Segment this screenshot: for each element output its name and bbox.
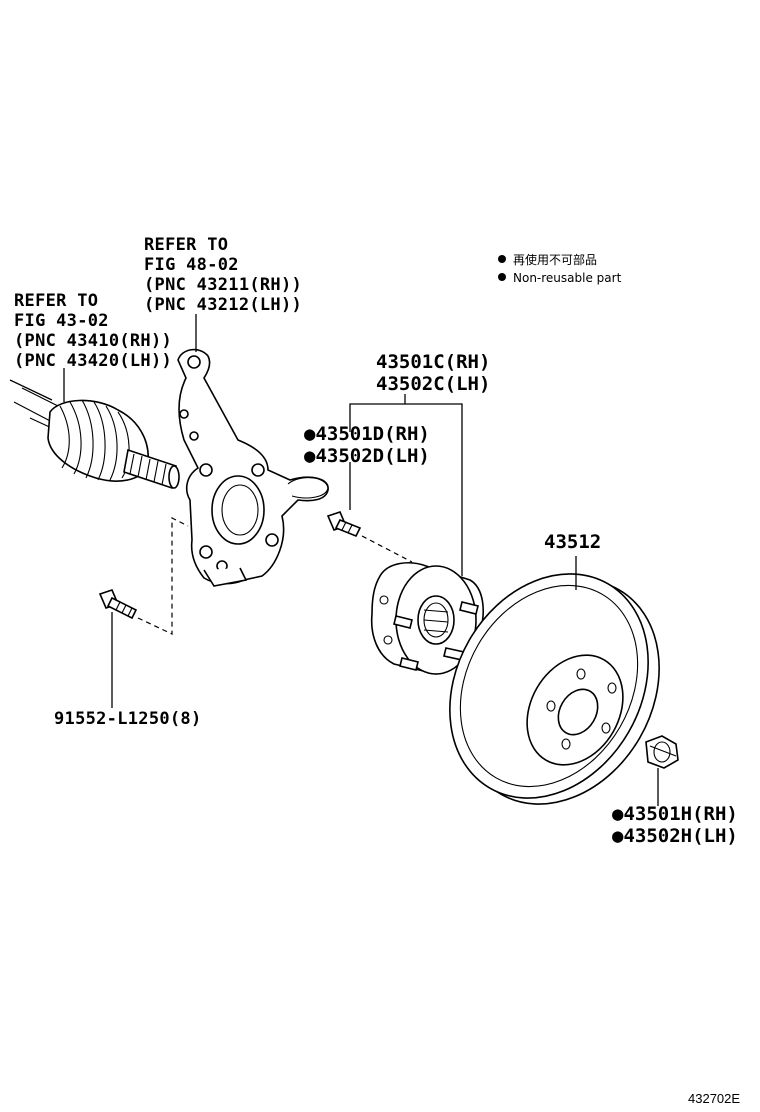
hub-bolt-drawing: [326, 511, 362, 538]
knuckle-bolt-install-line: [137, 517, 189, 635]
nut-label-rh: ●43501H(RH): [612, 803, 738, 825]
shaft-ref-line-2: FIG 43-02: [14, 311, 109, 331]
leader-shaft-2: [9, 379, 53, 401]
knuckle-ref-line-1: REFER TO: [144, 235, 228, 255]
leader-hub-bracket: [349, 403, 463, 576]
hub-bolt-label-lh: ●43502D(LH): [304, 445, 430, 467]
legend-line-2: Non-reusable part: [513, 271, 622, 285]
hub-bolt-install-line: [361, 535, 413, 563]
figure-code: 432702E: [688, 1091, 740, 1106]
brake-disc-drawing: [449, 573, 660, 805]
knuckle-bolt-drawing: [98, 589, 138, 620]
knuckle-bolt-label: 91552-L1250(8): [54, 709, 202, 729]
hub-nut-drawing: [645, 735, 679, 769]
legend-line-1: 再使用不可部品: [513, 252, 597, 267]
hub-assy-label-lh: 43502C(LH): [376, 373, 490, 395]
drive-shaft-drawing: [13, 387, 180, 490]
legend-dot-1: [498, 255, 506, 263]
shaft-ref-line-4: (PNC 43420(LH)): [14, 351, 172, 371]
legend-dot-2: [498, 273, 506, 281]
disc-label: 43512: [544, 531, 601, 553]
hub-assy-label-rh: 43501C(RH): [376, 351, 490, 373]
shaft-ref-line-3: (PNC 43410(RH)): [14, 331, 172, 351]
hub-bearing-drawing: [370, 562, 484, 675]
steering-knuckle-drawing: [177, 348, 329, 587]
nut-label-lh: ●43502H(LH): [612, 825, 738, 847]
shaft-ref-line-1: REFER TO: [14, 291, 98, 311]
knuckle-ref-line-3: (PNC 43211(RH)): [144, 275, 302, 295]
knuckle-ref-line-2: FIG 48-02: [144, 255, 239, 275]
hub-bolt-label-rh: ●43501D(RH): [304, 423, 430, 445]
knuckle-ref-line-4: (PNC 43212(LH)): [144, 295, 302, 315]
